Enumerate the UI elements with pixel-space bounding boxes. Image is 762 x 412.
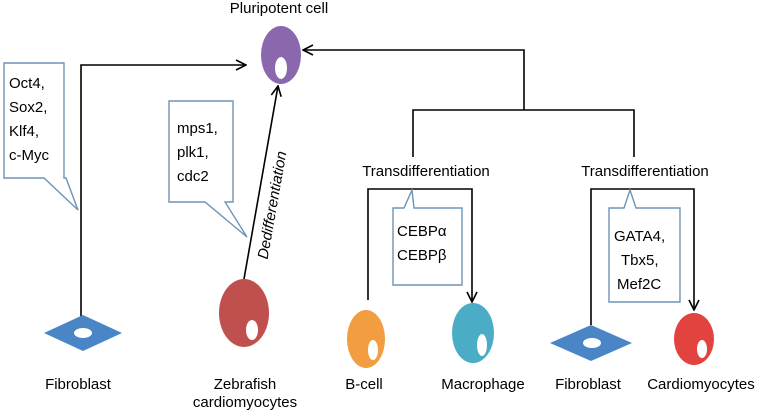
- callout-line: cdc2: [177, 168, 209, 185]
- dedifferentiation-arrow: [243, 86, 278, 280]
- transdifferentiation-right-label: Transdifferentiation: [581, 163, 709, 180]
- zebrafish-genes-callout: mps1, plk1, cdc2: [168, 100, 248, 238]
- transdifferentiation-bracket: [412, 109, 635, 157]
- zebrafish-cardiomyocyte-cell: [219, 279, 269, 347]
- callout-line: mps1,: [177, 120, 218, 137]
- callout-line: CEBPα: [397, 223, 447, 240]
- zebrafish-label-line2: cardiomyocytes: [193, 394, 297, 411]
- trunk-to-pluripotent-arrow: [303, 50, 525, 110]
- callout-line: Klf4,: [9, 123, 39, 140]
- fibroblast-right-label: Fibroblast: [555, 376, 622, 393]
- reprogramming-arrow: [80, 65, 246, 317]
- fibroblast-left: [44, 315, 122, 351]
- transdifferentiation-left-label: Transdifferentiation: [362, 163, 490, 180]
- macrophage-label: Macrophage: [441, 376, 524, 393]
- fibroblast-left-label: Fibroblast: [45, 376, 112, 393]
- fibroblast-to-cardiomyocyte-arrow: [590, 188, 694, 325]
- pluripotent-cell: [261, 26, 301, 84]
- cardio-factors-callout: GATA4, Tbx5, Mef2C: [608, 187, 681, 303]
- bcell-label: B-cell: [345, 376, 383, 393]
- pluripotent-cell-label: Pluripotent cell: [230, 0, 328, 17]
- fibroblast-right: [550, 325, 632, 361]
- cardiomyocytes-label: Cardiomyocytes: [647, 376, 755, 393]
- dedifferentiation-label: Dedifferentiation: [255, 150, 291, 261]
- callout-line: CEBPβ: [397, 247, 447, 264]
- reprogramming-factors-callout: Oct4, Sox2, Klf4, c-Myc: [3, 62, 79, 211]
- callout-line: Sox2,: [9, 99, 47, 116]
- bcell-to-macrophage-arrow: [367, 188, 472, 302]
- callout-line: Tbx5,: [621, 252, 659, 269]
- macrophage: [452, 303, 494, 363]
- cardiomyocyte: [674, 313, 714, 365]
- callout-line: GATA4,: [614, 228, 665, 245]
- callout-line: c-Myc: [9, 147, 49, 164]
- callout-line: plk1,: [177, 144, 209, 161]
- bcell-factors-callout: CEBPα CEBPβ: [392, 187, 463, 286]
- callout-line: Mef2C: [617, 276, 661, 293]
- bcell: [347, 310, 385, 368]
- zebrafish-label-line1: Zebrafish: [214, 376, 277, 393]
- callout-line: Oct4,: [9, 75, 45, 92]
